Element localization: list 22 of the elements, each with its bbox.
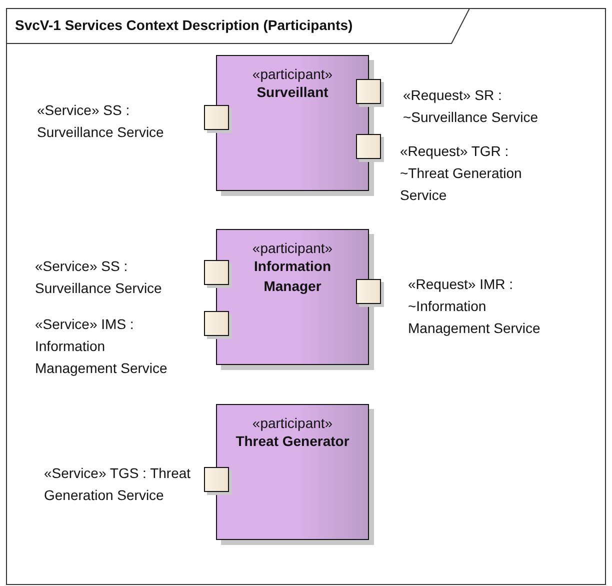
participant-name: Threat Generator — [234, 432, 350, 451]
port-label: «Service» SS : Surveillance Service — [35, 257, 163, 298]
port-label: «Service» IMS : Information Management Service — [35, 315, 168, 378]
port-box — [356, 279, 381, 304]
port-box — [204, 105, 229, 130]
stereotype-label: «participant» — [251, 240, 334, 256]
port-label: «Service» TGS : Threat Generation Service — [44, 464, 192, 505]
port-label: «Request» TGR : ~Threat Generation Service — [400, 142, 523, 205]
port-box — [204, 467, 229, 492]
stereotype-label: «participant» — [251, 415, 334, 431]
port-box — [204, 260, 229, 285]
port-box — [356, 79, 381, 104]
participant-name: Surveillant — [256, 83, 330, 102]
diagram-frame — [6, 8, 606, 585]
port-box — [204, 311, 229, 336]
port-box — [356, 134, 381, 159]
frame-title: SvcV-1 Services Context Description (Participants) — [15, 17, 353, 33]
port-label: «Request» SR : ~Surveillance Service — [403, 86, 540, 127]
participant-name: Information Manager — [253, 257, 332, 296]
port-label: «Request» IMR : ~Information Management Service — [408, 275, 542, 338]
stereotype-label: «participant» — [251, 66, 334, 82]
port-label: «Service» SS : Surveillance Service — [37, 101, 165, 142]
